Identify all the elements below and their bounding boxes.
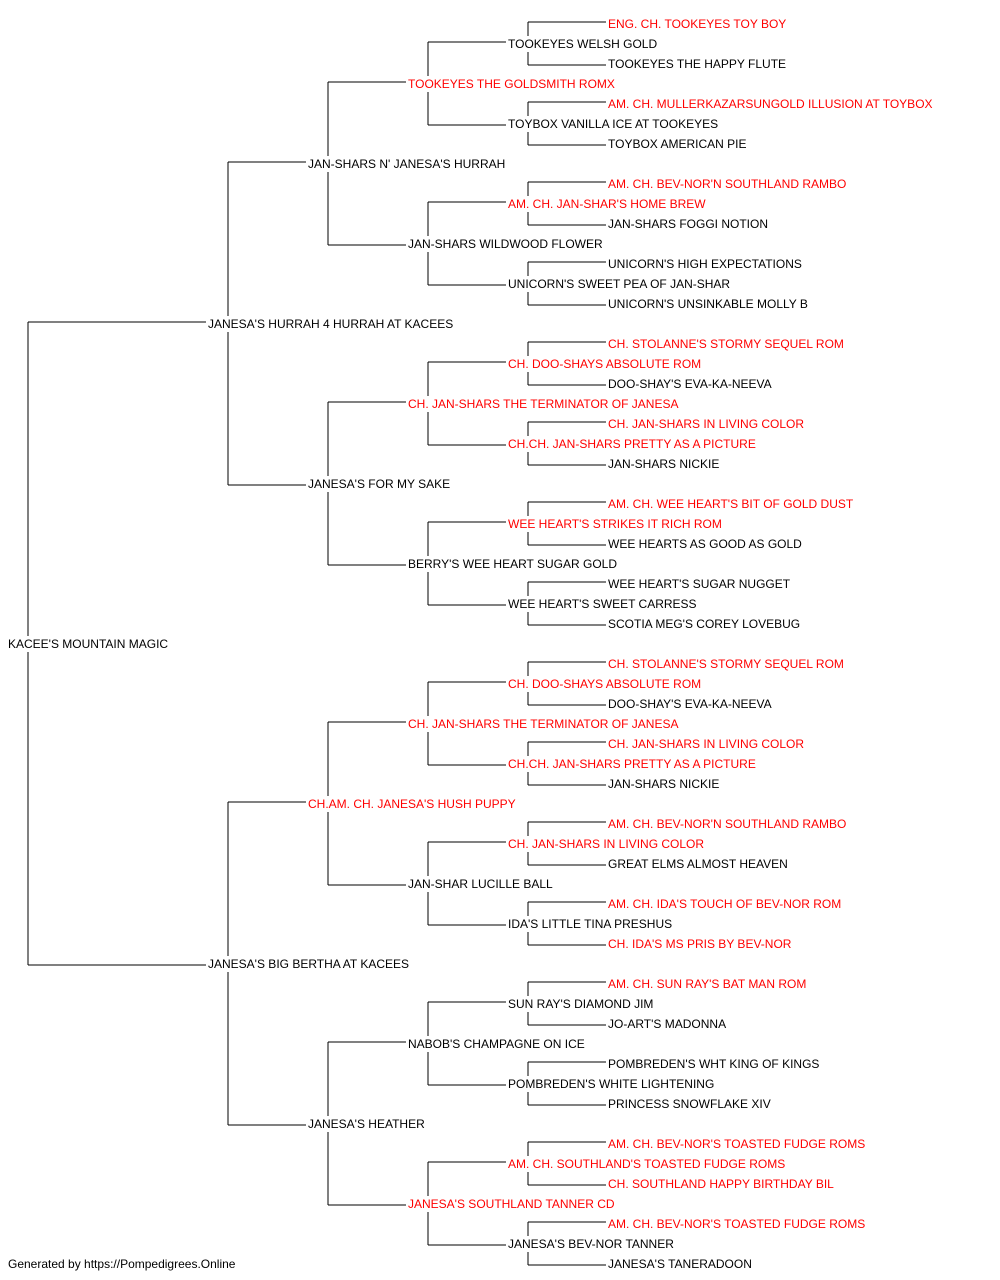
sire-name: WEE HEART'S STRIKES IT RICH ROM <box>508 517 722 531</box>
dam-name: JAN-SHARS WILDWOOD FLOWER <box>408 237 603 251</box>
sire-name: CH. JAN-SHARS THE TERMINATOR OF JANESA <box>408 397 678 411</box>
dam-name: PRINCESS SNOWFLAKE XIV <box>608 1097 771 1111</box>
sire-name: NABOB'S CHAMPAGNE ON ICE <box>408 1037 585 1051</box>
dam-name: GREAT ELMS ALMOST HEAVEN <box>608 857 788 871</box>
dam-name: CH.CH. JAN-SHARS PRETTY AS A PICTURE <box>508 757 756 771</box>
sire-name: CH. JAN-SHARS IN LIVING COLOR <box>608 737 804 751</box>
dam-name: DOO-SHAY'S EVA-KA-NEEVA <box>608 697 772 711</box>
dam-name: JANESA'S BEV-NOR TANNER <box>508 1237 674 1251</box>
subject-name: KACEE'S MOUNTAIN MAGIC <box>8 637 168 651</box>
sire-name: CH.AM. CH. JANESA'S HUSH PUPPY <box>308 797 516 811</box>
sire-name: UNICORN'S HIGH EXPECTATIONS <box>608 257 802 271</box>
dam-name: CH. SOUTHLAND HAPPY BIRTHDAY BIL <box>608 1177 834 1191</box>
dam-name: JANESA'S FOR MY SAKE <box>308 477 450 491</box>
dam-name: JANESA'S TANERADOON <box>608 1257 752 1271</box>
dam-name: JANESA'S HEATHER <box>308 1117 425 1131</box>
sire-name: CH. STOLANNE'S STORMY SEQUEL ROM <box>608 657 844 671</box>
sire-name: CH. JAN-SHARS IN LIVING COLOR <box>508 837 704 851</box>
dam-name: CH.CH. JAN-SHARS PRETTY AS A PICTURE <box>508 437 756 451</box>
footer-credit: Generated by https://Pompedigrees.Online <box>8 1257 236 1271</box>
dam-name: CH. IDA'S MS PRIS BY BEV-NOR <box>608 937 792 951</box>
sire-name: SUN RAY'S DIAMOND JIM <box>508 997 653 1011</box>
dam-name: TOOKEYES THE HAPPY FLUTE <box>608 57 786 71</box>
dam-name: SCOTIA MEG'S COREY LOVEBUG <box>608 617 800 631</box>
sire-name: TOOKEYES WELSH GOLD <box>508 37 657 51</box>
dam-name: IDA'S LITTLE TINA PRESHUS <box>508 917 672 931</box>
sire-name: CH. JAN-SHARS IN LIVING COLOR <box>608 417 804 431</box>
sire-name: CH. DOO-SHAYS ABSOLUTE ROM <box>508 677 701 691</box>
dam-name: POMBREDEN'S WHITE LIGHTENING <box>508 1077 714 1091</box>
dam-name: WEE HEART'S SWEET CARRESS <box>508 597 697 611</box>
dam-name: JANESA'S SOUTHLAND TANNER CD <box>408 1197 615 1211</box>
sire-name: JANESA'S HURRAH 4 HURRAH AT KACEES <box>208 317 453 331</box>
sire-name: JAN-SHARS N' JANESA'S HURRAH <box>308 157 505 171</box>
sire-name: AM. CH. BEV-NOR'S TOASTED FUDGE ROMS <box>608 1217 865 1231</box>
dam-name: JAN-SHAR LUCILLE BALL <box>408 877 553 891</box>
sire-name: AM. CH. SOUTHLAND'S TOASTED FUDGE ROMS <box>508 1157 785 1171</box>
dam-name: WEE HEARTS AS GOOD AS GOLD <box>608 537 802 551</box>
dam-name: TOYBOX AMERICAN PIE <box>608 137 746 151</box>
dam-name: UNICORN'S UNSINKABLE MOLLY B <box>608 297 808 311</box>
sire-name: AM. CH. WEE HEART'S BIT OF GOLD DUST <box>608 497 854 511</box>
sire-name: CH. DOO-SHAYS ABSOLUTE ROM <box>508 357 701 371</box>
sire-name: AM. CH. IDA'S TOUCH OF BEV-NOR ROM <box>608 897 841 911</box>
dam-name: BERRY'S WEE HEART SUGAR GOLD <box>408 557 617 571</box>
dam-name: DOO-SHAY'S EVA-KA-NEEVA <box>608 377 772 391</box>
sire-name: CH. JAN-SHARS THE TERMINATOR OF JANESA <box>408 717 678 731</box>
dam-name: TOYBOX VANILLA ICE AT TOOKEYES <box>508 117 718 131</box>
sire-name: TOOKEYES THE GOLDSMITH ROMX <box>408 77 615 91</box>
sire-name: WEE HEART'S SUGAR NUGGET <box>608 577 791 591</box>
sire-name: AM. CH. BEV-NOR'N SOUTHLAND RAMBO <box>608 817 846 831</box>
dam-name: UNICORN'S SWEET PEA OF JAN-SHAR <box>508 277 730 291</box>
dam-name: JAN-SHARS FOGGI NOTION <box>608 217 768 231</box>
sire-name: AM. CH. SUN RAY'S BAT MAN ROM <box>608 977 806 991</box>
sire-name: AM. CH. JAN-SHAR'S HOME BREW <box>508 197 706 211</box>
sire-name: CH. STOLANNE'S STORMY SEQUEL ROM <box>608 337 844 351</box>
sire-name: ENG. CH. TOOKEYES TOY BOY <box>608 17 786 31</box>
sire-name: POMBREDEN'S WHT KING OF KINGS <box>608 1057 819 1071</box>
dam-name: JO-ART'S MADONNA <box>608 1017 726 1031</box>
sire-name: AM. CH. MULLERKAZARSUNGOLD ILLUSION AT T… <box>608 97 933 111</box>
sire-name: AM. CH. BEV-NOR'S TOASTED FUDGE ROMS <box>608 1137 865 1151</box>
sire-name: AM. CH. BEV-NOR'N SOUTHLAND RAMBO <box>608 177 846 191</box>
dam-name: JAN-SHARS NICKIE <box>608 457 719 471</box>
dam-name: JAN-SHARS NICKIE <box>608 777 719 791</box>
dam-name: JANESA'S BIG BERTHA AT KACEES <box>208 957 409 971</box>
